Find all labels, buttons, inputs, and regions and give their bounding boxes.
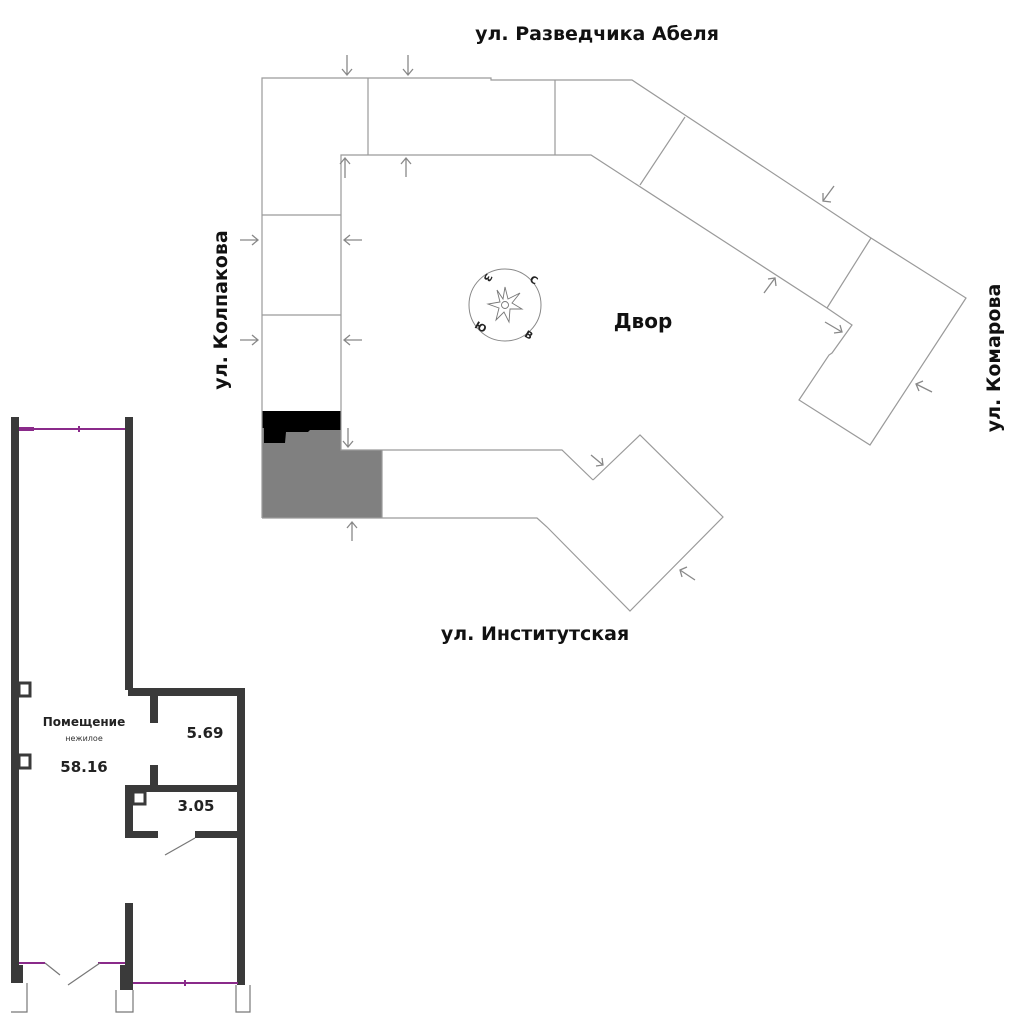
doors xyxy=(44,837,196,986)
arrow-icon xyxy=(915,380,933,393)
arrow-icon xyxy=(342,334,362,346)
door-swing xyxy=(164,837,196,856)
arrow-icon xyxy=(402,55,414,77)
door-swing xyxy=(67,962,101,986)
room-subtitle: нежилое xyxy=(65,734,103,743)
arrow-icon xyxy=(240,334,260,346)
room-area-main: 58.16 xyxy=(60,758,107,776)
arrow-icon xyxy=(763,277,777,294)
walls xyxy=(11,417,245,990)
arrow-icon xyxy=(590,454,604,467)
arrow-icon xyxy=(679,566,696,581)
compass-star-icon xyxy=(486,286,524,324)
street-label-north: ул. Разведчика Абеля xyxy=(475,23,719,45)
arrow-icon xyxy=(342,234,362,246)
section-dividers xyxy=(262,78,872,518)
entrance-arrows xyxy=(240,55,933,581)
street-label-east: ул. Комарова xyxy=(983,284,1005,433)
windows xyxy=(19,426,238,986)
compass-south: Ю xyxy=(472,320,488,336)
street-label-west: ул. Колпакова xyxy=(210,230,232,389)
facade-outline xyxy=(11,983,251,1013)
arrow-icon xyxy=(346,520,358,541)
room-area-3: 3.05 xyxy=(177,797,214,815)
arrow-icon xyxy=(400,156,412,177)
yard-label: Двор xyxy=(614,309,673,333)
arrow-icon xyxy=(240,234,260,246)
door-swing xyxy=(44,962,61,976)
arrow-icon xyxy=(341,55,353,77)
room-title: Помещение xyxy=(43,715,125,729)
site-plan: ул. Разведчика Абеля ул. Колпакова ул. К… xyxy=(210,23,1005,645)
compass-west: З xyxy=(481,271,494,283)
compass-east: В xyxy=(522,329,534,342)
arrow-icon xyxy=(342,428,354,449)
room-area-2: 5.69 xyxy=(186,724,223,742)
selected-unit-fill-ext[interactable] xyxy=(341,450,382,518)
street-label-south: ул. Институтская xyxy=(441,623,629,645)
building-outline xyxy=(261,77,967,612)
arrow-icon xyxy=(822,185,835,203)
compass-rose: С В Ю З xyxy=(468,268,542,343)
compass-north: С xyxy=(527,274,539,287)
arrow-icon xyxy=(824,321,843,334)
arrow-icon xyxy=(339,156,351,178)
adjacent-unit-highlight xyxy=(262,411,341,443)
unit-floor-plan: Помещение нежилое 58.16 5.69 3.05 xyxy=(11,417,251,1013)
